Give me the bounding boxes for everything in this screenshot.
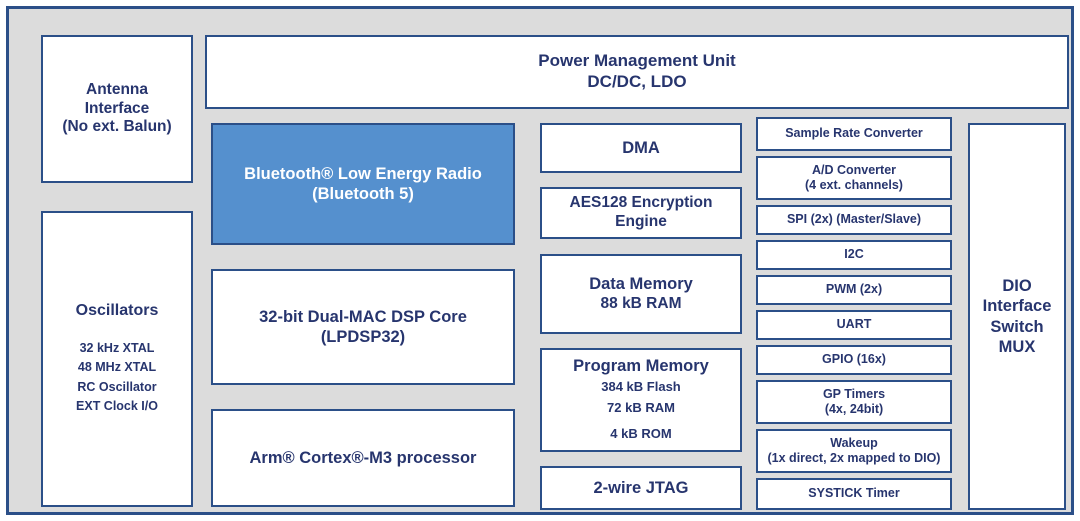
peripheral-7-line-1: GP Timers [822,386,886,401]
oscillator-item-1: 48 MHz XTAL [77,360,157,375]
block-pwm[interactable]: PWM (2x) [756,275,952,305]
peripheral-4-line-1: PWM (2x) [825,282,883,297]
peripheral-8-line-1: Wakeup [830,435,878,450]
oscillator-item-3: EXT Clock I/O [76,399,158,414]
antenna-line-3: (No ext. Balun) [62,118,172,136]
dio-line-3: Switch [990,317,1044,336]
block-ad-converter[interactable]: A/D Converter (4 ext. channels) [756,156,952,200]
dio-line-4: MUX [998,337,1036,356]
aes-line-1: AES128 Encryption [569,194,713,212]
block-oscillators[interactable]: Oscillators 32 kHz XTAL 48 MHz XTAL RC O… [41,211,193,507]
block-spi[interactable]: SPI (2x) (Master/Slave) [756,205,952,235]
peripheral-3-line-1: I2C [844,247,864,262]
block-antenna-interface[interactable]: Antenna Interface (No ext. Balun) [41,35,193,183]
cortex-line-1: Arm® Cortex®-M3 processor [249,448,477,467]
peripheral-9-line-1: SYSTICK Timer [808,486,900,501]
program-memory-line-1: Program Memory [573,357,709,376]
program-memory-line-2: 384 kB Flash [601,379,681,395]
block-gpio[interactable]: GPIO (16x) [756,345,952,375]
dio-line-1: DIO [1002,277,1032,296]
peripheral-2-line-1: SPI (2x) (Master/Slave) [786,212,922,227]
block-gp-timers[interactable]: GP Timers (4x, 24bit) [756,380,952,424]
data-memory-line-1: Data Memory [589,275,693,294]
jtag-line-1: 2-wire JTAG [593,478,689,497]
block-wakeup[interactable]: Wakeup (1x direct, 2x mapped to DIO) [756,429,952,473]
block-dio-interface-switch-mux[interactable]: DIO Interface Switch MUX [968,123,1066,510]
block-2-wire-jtag[interactable]: 2-wire JTAG [540,466,742,510]
dio-line-2: Interface [982,297,1052,316]
antenna-line-2: Interface [84,99,150,117]
program-memory-line-3: 72 kB RAM [607,400,675,416]
dsp-line-2: (LPDSP32) [320,328,406,346]
dsp-line-1: 32-bit Dual-MAC DSP Core [259,307,467,326]
aes-line-2: Engine [615,213,667,230]
chip-outline: Antenna Interface (No ext. Balun) Oscill… [6,6,1074,515]
block-cortex-m3-processor[interactable]: Arm® Cortex®-M3 processor [211,409,515,507]
block-dsp-core[interactable]: 32-bit Dual-MAC DSP Core (LPDSP32) [211,269,515,385]
peripheral-1-line-2: (4 ext. channels) [805,178,903,192]
block-program-memory[interactable]: Program Memory 384 kB Flash 72 kB RAM 4 … [540,348,742,452]
oscillator-item-2: RC Oscillator [77,379,157,394]
peripheral-6-line-1: GPIO (16x) [822,352,886,367]
block-i2c[interactable]: I2C [756,240,952,270]
block-systick-timer[interactable]: SYSTICK Timer [756,478,952,510]
peripheral-1-line-1: A/D Converter [811,162,897,177]
peripheral-0-line-1: Sample Rate Converter [785,126,923,141]
radio-line-2: (Bluetooth 5) [312,185,414,203]
pmu-line-2: DC/DC, LDO [587,72,687,91]
pmu-line-1: Power Management Unit [538,51,736,71]
block-bluetooth-low-energy-radio[interactable]: Bluetooth® Low Energy Radio (Bluetooth 5… [211,123,515,245]
peripheral-7-line-2: (4x, 24bit) [824,402,884,416]
oscillators-list: 32 kHz XTAL 48 MHz XTAL RC Oscillator EX… [76,339,158,417]
peripheral-5-line-1: UART [836,317,872,332]
block-dma[interactable]: DMA [540,123,742,173]
block-uart[interactable]: UART [756,310,952,340]
radio-line-1: Bluetooth® Low Energy Radio [244,164,482,183]
antenna-line-1: Antenna [86,80,148,98]
peripheral-8-line-2: (1x direct, 2x mapped to DIO) [767,451,941,465]
block-power-management-unit[interactable]: Power Management Unit DC/DC, LDO [205,35,1069,109]
block-sample-rate-converter[interactable]: Sample Rate Converter [756,117,952,151]
oscillators-title: Oscillators [75,302,159,320]
program-memory-line-4: 4 kB ROM [610,425,672,441]
data-memory-line-2: 88 kB RAM [600,294,682,312]
block-aes128-encryption-engine[interactable]: AES128 Encryption Engine [540,187,742,239]
block-data-memory[interactable]: Data Memory 88 kB RAM [540,254,742,334]
dma-line-1: DMA [622,138,660,157]
oscillator-item-0: 32 kHz XTAL [79,341,155,355]
